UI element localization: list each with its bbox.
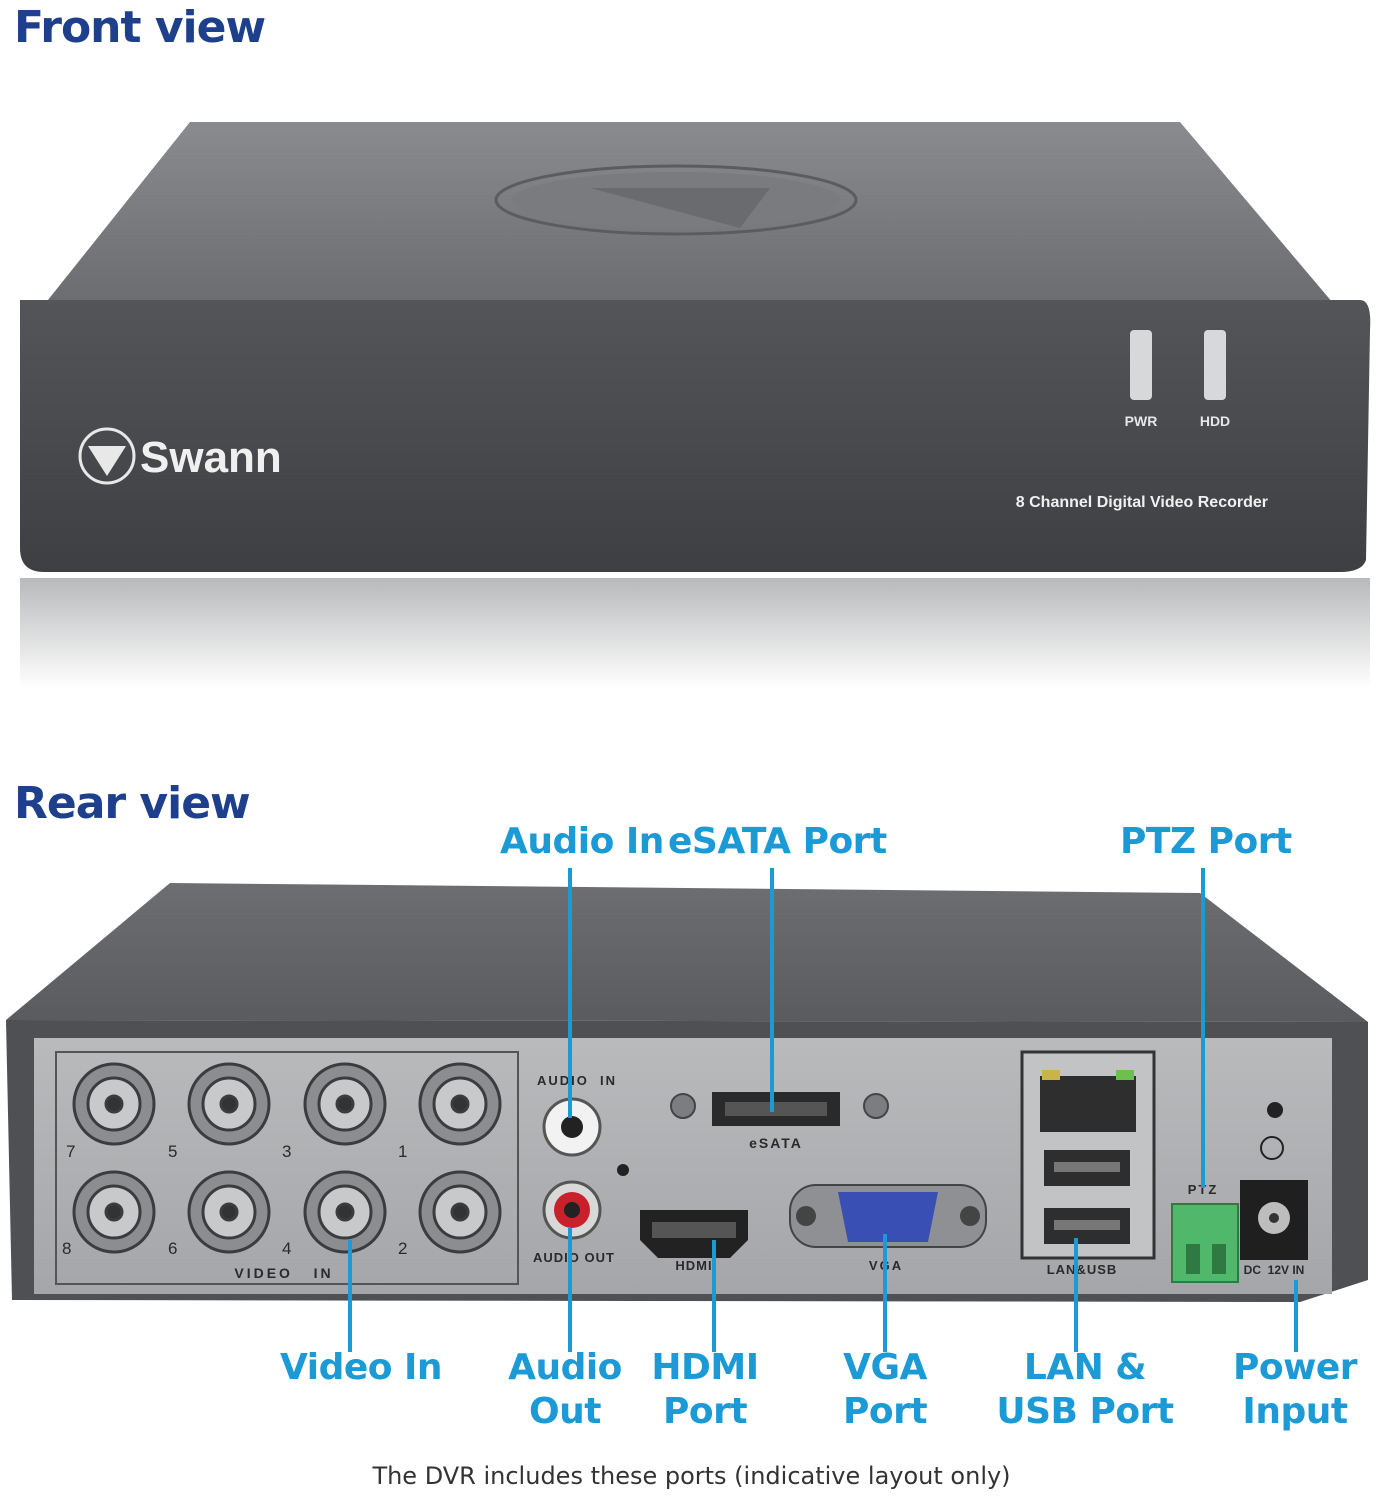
hdd-indicator [1204,330,1226,400]
hdmi-line [712,1240,716,1352]
video-in-label: VIDEO IN [234,1265,333,1281]
footnote: The DVR includes these ports (indicative… [372,1462,1011,1490]
vga-line [883,1234,887,1352]
swann-logo-icon [78,427,136,485]
bnc-connector [187,1062,271,1146]
esata-label: eSATA [749,1135,803,1151]
video-in-bracket [55,1051,519,1285]
pwr-label: PWR [1125,413,1158,429]
audio-in-callout: Audio In [500,821,664,862]
dc-label: DC 12V IN [1244,1263,1305,1277]
audio-in-label: AUDIO IN [537,1073,617,1088]
esata-line [770,868,774,1112]
bnc-connector [418,1062,502,1146]
esata-callout: eSATA Port [668,821,887,862]
screw-icon [863,1093,889,1119]
pwr-indicator [1130,330,1152,400]
bnc-connector [418,1170,502,1254]
front-reflection [20,578,1370,688]
power-callout: Power Input [1232,1347,1358,1432]
bnc-number: 8 [62,1239,71,1258]
video-in-callout: Video In [280,1347,443,1388]
brand-logo-text: Swann [140,433,282,482]
hdmi-label: HDMI [675,1258,712,1273]
audio-out-line [568,1228,572,1352]
bnc-number: 7 [66,1142,75,1161]
video-in-line [348,1240,352,1352]
ptz-terminal [1171,1203,1239,1283]
audio-out-label: AUDIO OUT [533,1250,615,1265]
ptz-callout: PTZ Port [1120,821,1292,862]
front-device-illustration: PWR HDD Swann 8 Channel Digital Video Re… [20,122,1371,688]
lan-port [1040,1076,1136,1132]
bnc-number: 3 [282,1142,291,1161]
bnc-number: 1 [398,1142,407,1161]
screw-icon [670,1093,696,1119]
ptz-line [1201,868,1205,1188]
bnc-number: 2 [398,1239,407,1258]
audio-out-callout: Audio Out [508,1347,622,1432]
bnc-number: 4 [282,1239,291,1258]
rear-top-face [6,883,1368,1022]
bnc-connector [303,1170,387,1254]
power-line [1294,1280,1298,1352]
hdd-label: HDD [1200,413,1230,429]
model-text: 8 Channel Digital Video Recorder [1016,494,1268,511]
bnc-connector [303,1062,387,1146]
bnc-connector [72,1170,156,1254]
bnc-connector [72,1062,156,1146]
front-view-heading: Front view [14,2,266,53]
top-emblem [494,164,858,236]
ground-icon [1260,1136,1284,1160]
vga-callout: VGA Port [842,1347,928,1432]
audio-in-line [568,868,572,1118]
ptz-label: PTZ [1188,1182,1219,1197]
hdmi-callout: HDMI Port [651,1347,759,1432]
bnc-grid [72,1062,502,1254]
lan-usb-label: LAN&USB [1047,1262,1118,1277]
bnc-number: 6 [168,1239,177,1258]
front-top-face [20,122,1360,335]
bnc-connector [187,1170,271,1254]
bnc-number: 5 [168,1142,177,1161]
rear-view-heading: Rear view [14,778,251,829]
front-face [20,300,1371,572]
lan-usb-line [1074,1238,1078,1352]
lan-usb-callout: LAN & USB Port [996,1347,1174,1432]
